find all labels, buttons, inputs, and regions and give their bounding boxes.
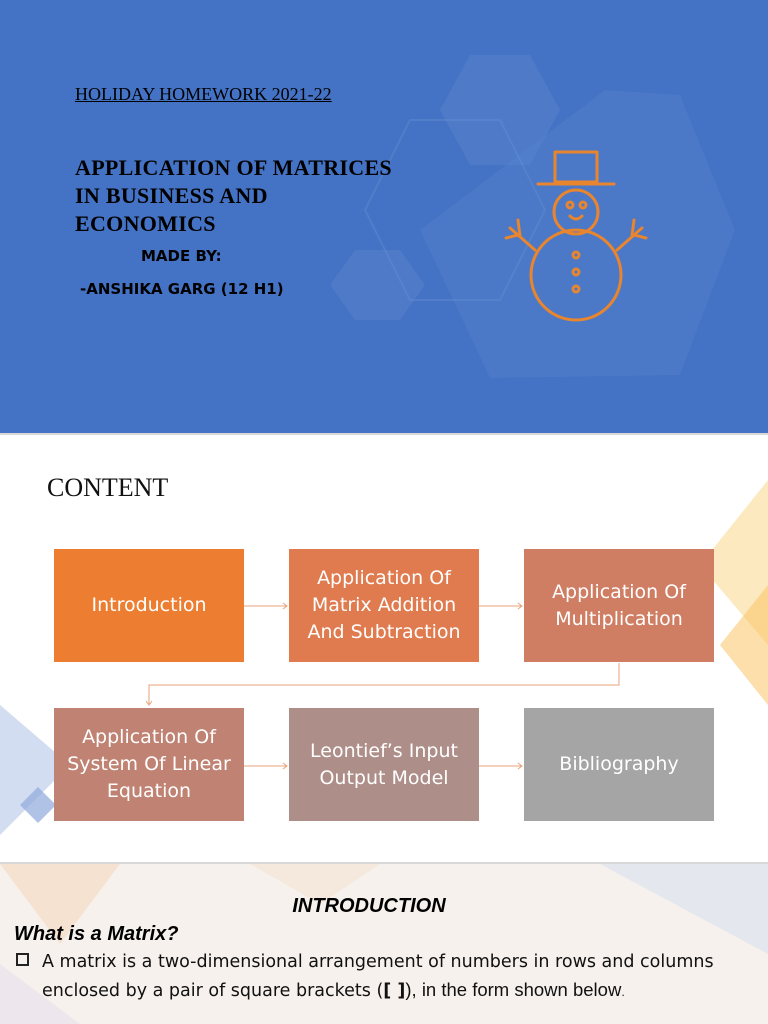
content-heading: CONTENT <box>47 473 169 502</box>
watercolor-background <box>0 864 768 1024</box>
flow-connectors <box>145 602 620 770</box>
checkbox-bullet-icon <box>16 953 29 966</box>
bibliography-box: Bibliography <box>524 708 714 821</box>
matrix-question: What is a Matrix? <box>14 923 179 945</box>
leontief-model-box: Leontief’s Input Output Model <box>289 708 479 821</box>
author-name: -ANSHIKA GARG (12 H1) <box>80 280 284 298</box>
slide-divider <box>0 862 768 864</box>
multiplication-box: Application Of Multiplication <box>524 549 714 662</box>
snowman-icon <box>504 150 648 322</box>
homework-label: HOLIDAY HOMEWORK 2021-22 <box>75 84 332 104</box>
introduction-heading: INTRODUCTION <box>292 895 446 917</box>
title-slide: HOLIDAY HOMEWORK 2021-22 APPLICATION OF … <box>0 0 768 433</box>
introduction-slide: INTRODUCTION What is a Matrix? A matrix … <box>0 864 768 1024</box>
content-slide: CONTENT Introduction Application Of Matr… <box>0 435 768 862</box>
made-by-label: MADE BY: <box>141 247 222 265</box>
slide-divider <box>0 433 768 435</box>
introduction-box: Introduction <box>54 549 244 662</box>
matrix-definition-text: A matrix is a two-dimensional arrangemen… <box>42 952 714 1001</box>
linear-equation-box: Application Of System Of Linear Equation <box>54 708 244 821</box>
decorative-triangles <box>0 480 768 835</box>
presentation-title: APPLICATION OF MATRICES IN BUSINESS AND … <box>75 155 392 236</box>
matrix-addition-box: Application Of Matrix Addition And Subtr… <box>289 549 479 662</box>
